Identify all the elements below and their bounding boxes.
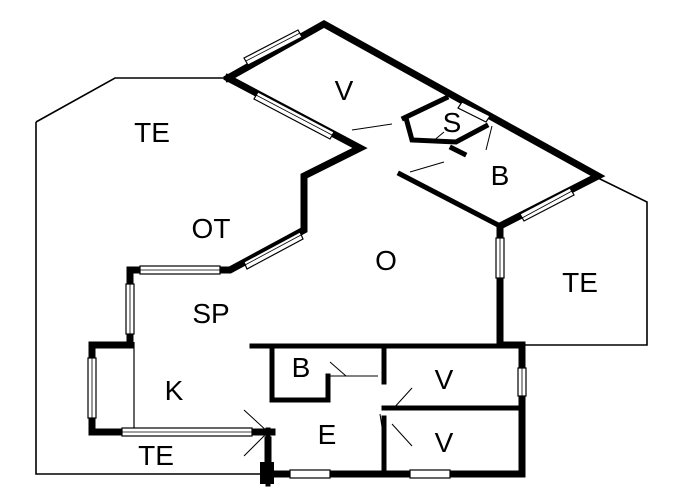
- room-label-ot: OT: [192, 213, 231, 244]
- window-sp-top: [139, 265, 221, 275]
- room-label-sp: SP: [192, 298, 229, 329]
- wall-v-s-divider: [400, 94, 450, 122]
- door-b-top: [409, 125, 493, 173]
- window-bottom: [289, 469, 451, 479]
- door-entry: [243, 409, 269, 457]
- door-v-bottom: [391, 423, 413, 447]
- wall-bathroom: [269, 345, 331, 403]
- room-label-v-mid: V: [435, 364, 454, 395]
- room-label-k: K: [165, 375, 184, 406]
- window-ot: [243, 231, 304, 270]
- door-v-mid: [391, 387, 413, 411]
- room-label-e: E: [318, 419, 337, 450]
- window-k-left: [87, 357, 97, 419]
- room-label-v-bottom: V: [435, 427, 454, 458]
- room-label-b-bottom: B: [292, 352, 311, 383]
- terrace-left-outline: [35, 77, 268, 475]
- wall-b-top-left: [448, 144, 468, 158]
- room-label-o: O: [375, 245, 397, 276]
- room-label-v-top: V: [335, 75, 354, 106]
- entry-post: [260, 462, 274, 484]
- window-v-left: [253, 91, 335, 140]
- window-b-top: [519, 187, 575, 222]
- window-sp-left: [125, 283, 135, 335]
- room-label-s: S: [443, 107, 462, 138]
- window-s-top: [457, 101, 491, 123]
- window-k-bottom: [121, 427, 253, 437]
- room-label-te-top-left: TE: [134, 117, 170, 148]
- door-v-top: [351, 123, 393, 131]
- window-o-right: [495, 237, 505, 279]
- exterior-wall-top: [223, 19, 606, 231]
- room-label-te-right: TE: [562, 267, 598, 298]
- door-hall: [379, 413, 385, 441]
- window-v-mid-right: [517, 367, 527, 397]
- window-v-top: [243, 29, 303, 66]
- terrace-right-outline: [500, 177, 648, 346]
- door-bathroom: [329, 361, 378, 377]
- room-label-te-bottom: TE: [138, 440, 174, 471]
- wall-b-top-lower: [396, 170, 504, 230]
- room-label-b-top: B: [491, 160, 510, 191]
- wall-s-box: [402, 114, 490, 145]
- door-s: [431, 131, 445, 143]
